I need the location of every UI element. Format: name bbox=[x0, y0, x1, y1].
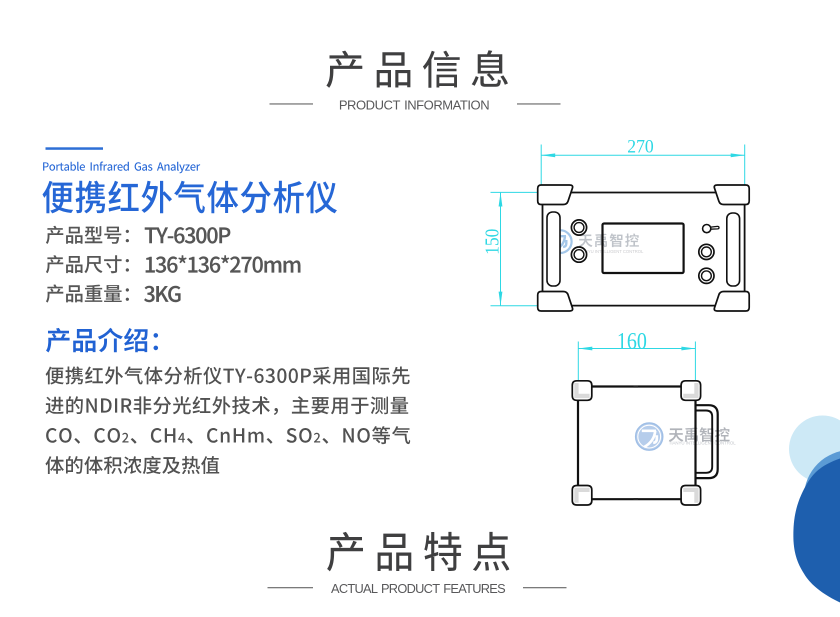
svg-text:TIANYU INTELLIGENT CONTROL: TIANYU INTELLIGENT CONTROL bbox=[578, 249, 644, 254]
svg-text:150: 150 bbox=[482, 229, 504, 255]
svg-text:PRODUCT INFORMATION: PRODUCT INFORMATION bbox=[339, 98, 489, 113]
svg-text:270: 270 bbox=[627, 137, 654, 157]
svg-text:TIANYU INTELLIGENT CONTROL: TIANYU INTELLIGENT CONTROL bbox=[669, 441, 737, 446]
svg-text:160: 160 bbox=[617, 328, 647, 355]
svg-text:ACTUAL PRODUCT FEATURES: ACTUAL PRODUCT FEATURES bbox=[331, 581, 505, 596]
